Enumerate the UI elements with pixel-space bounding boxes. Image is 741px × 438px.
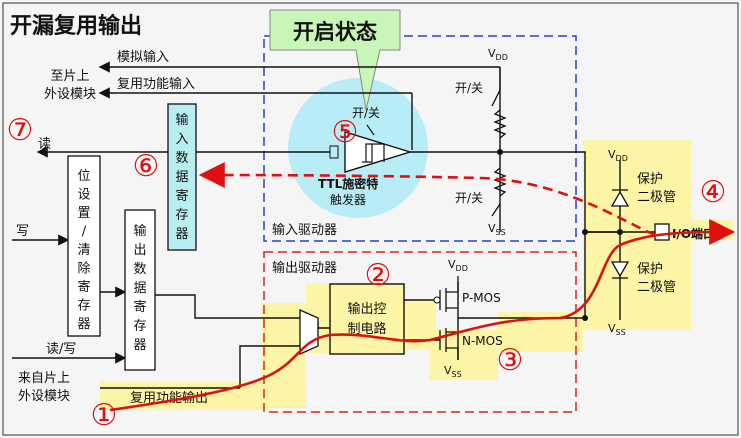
- marker-6: ⑥: [133, 149, 160, 184]
- vss-nmos: VSS: [444, 364, 462, 379]
- vdd-pmos: VDD: [448, 258, 468, 273]
- schmitt-trigger-symbol: [329, 124, 413, 173]
- register-char: 入: [175, 132, 188, 147]
- register-char: 寄: [175, 188, 188, 204]
- marker-4: ④: [700, 175, 727, 210]
- pull-resistors: [491, 67, 507, 217]
- junction-dot: [617, 229, 623, 235]
- switch-schmitt-label: 开/关: [352, 106, 380, 120]
- register-char: 存: [77, 299, 90, 314]
- feedback-signal-path: [198, 162, 656, 237]
- register-char: 除: [77, 262, 90, 277]
- diagram-title: 开漏复用输出: [10, 13, 142, 39]
- register-char: 位: [77, 169, 90, 184]
- from-chip-label-2: 外设模块: [18, 389, 70, 404]
- switch-pulldown-label: 开/关: [455, 191, 483, 205]
- register-char: 置: [77, 206, 90, 221]
- junction-dot: [582, 229, 588, 235]
- register-char: 输: [133, 223, 146, 239]
- register-char: 器: [175, 227, 188, 242]
- callout-label: 开启状态: [293, 20, 377, 44]
- bit-set-clear-register: [67, 155, 101, 337]
- open-state-callout: 开启状态: [269, 9, 401, 111]
- input-driver-box: [263, 35, 577, 242]
- switch-pullup-label: 开/关: [455, 81, 483, 95]
- output-driver-box: [263, 251, 577, 413]
- output-control-label-1: 输出控: [347, 301, 386, 317]
- alt-func-input-label: 复用功能输入: [117, 76, 195, 92]
- pmos-label: P-MOS: [462, 291, 501, 305]
- junction-dot: [582, 315, 588, 321]
- register-char: 清: [77, 243, 90, 258]
- register-char: 据: [133, 281, 146, 296]
- protect-bottom-label-1: 保护: [637, 262, 663, 277]
- input-data-register: [167, 103, 197, 251]
- vss-diode: VSS: [608, 322, 626, 337]
- register-char: 寄: [77, 279, 90, 295]
- vss-input: VSS: [488, 222, 506, 237]
- marker-2: ②: [365, 258, 392, 293]
- read-label: 读: [38, 137, 51, 152]
- marker-5: ⑤: [332, 115, 359, 150]
- output-data-register: [124, 209, 156, 371]
- to-chip-label-2: 外设模块: [44, 87, 96, 102]
- step-markers: ① ② ③ ④ ⑤ ⑥ ⑦: [7, 113, 727, 433]
- nmos-label: N-MOS: [462, 334, 503, 348]
- to-chip-label-1: 至片上: [50, 69, 89, 84]
- protect-top-label-2: 二极管: [637, 190, 676, 205]
- register-char: 存: [133, 319, 146, 334]
- output-control-label-2: 制电路: [347, 321, 386, 337]
- register-char: 数: [133, 262, 146, 277]
- register-char: 存: [175, 208, 188, 223]
- register-char: 寄: [133, 299, 146, 315]
- from-chip-label-1: 来自片上: [18, 371, 70, 386]
- mux-symbol: [299, 308, 319, 356]
- output-control-block: [329, 283, 405, 355]
- output-driver-label: 输出驱动器: [272, 260, 337, 276]
- alt-func-output-label: 复用功能输出: [130, 390, 208, 406]
- marker-3: ③: [497, 343, 524, 378]
- marker-1: ①: [91, 398, 118, 433]
- pmos-gate-bubble: [433, 296, 441, 304]
- register-char: 输: [175, 112, 188, 128]
- analog-input-label: 模拟输入: [117, 49, 169, 65]
- register-char: 设: [77, 188, 90, 203]
- register-char: /: [82, 225, 87, 240]
- protect-bottom-label-2: 二极管: [637, 280, 676, 295]
- schmitt-label-2: 触发器: [330, 192, 366, 207]
- vdd-top: VDD: [488, 47, 508, 62]
- marker-7: ⑦: [7, 113, 34, 148]
- register-char: 出: [133, 243, 146, 258]
- io-pin-box: [654, 223, 670, 241]
- vdd-diode: VDD: [608, 148, 628, 163]
- schmitt-label-1: TTL施密特: [318, 176, 378, 191]
- register-char: 据: [175, 170, 188, 185]
- output-signal-path: [109, 219, 736, 412]
- register-char: 器: [77, 317, 90, 332]
- register-char: 器: [133, 338, 146, 353]
- protect-top-label-1: 保护: [637, 172, 663, 187]
- protection-diodes: [610, 189, 630, 279]
- read-write-label: 读/写: [46, 342, 76, 357]
- input-driver-label: 输入驱动器: [272, 222, 337, 238]
- register-char: 数: [175, 151, 188, 166]
- write-label: 写: [16, 224, 29, 239]
- junction-dot: [497, 149, 503, 155]
